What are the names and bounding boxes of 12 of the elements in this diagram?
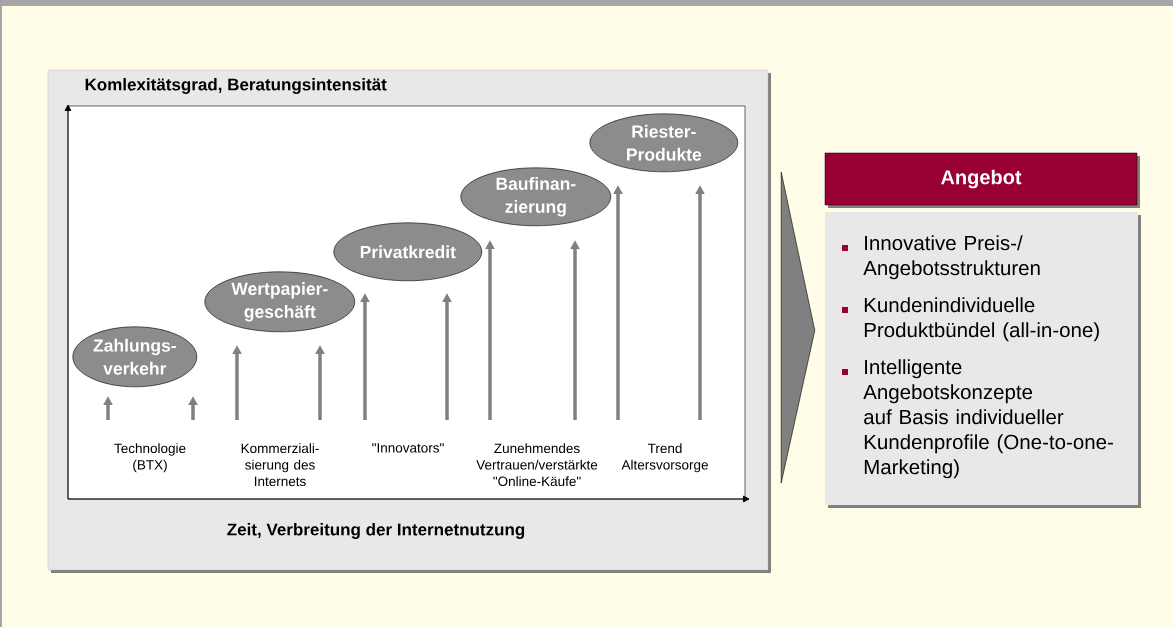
stage-label: "Innovators" [372, 443, 444, 453]
bullet-item: Innovative Preis-/ Angebotsstrukturen [842, 235, 1040, 280]
stage-label: Trend Altersvorsorge [621, 443, 708, 473]
axis-title: Komlexitätsgrad, Beratungsintensität [85, 78, 387, 94]
chevron-arrow [780, 171, 816, 484]
stage-label: Technologie (BTX) [114, 443, 186, 473]
stage-label: Kommerziali- sierung des Internets [241, 443, 319, 487]
axis-title: Zeit, Verbreitung der Internetnutzung [227, 523, 525, 539]
bullet-item: Intelligente Angebotskonzepte auf Basis individueller Kundenprofile (One-to-one- Marketing) [842, 359, 1113, 479]
bullet-item: Kundenindividuelle Produktbündel (all-in-one) [842, 297, 1099, 342]
header-bar: Angebot [824, 152, 1140, 208]
stage-label: Zunehmendes Vertrauen/verstärkte "Online-Käufe" [476, 443, 598, 487]
